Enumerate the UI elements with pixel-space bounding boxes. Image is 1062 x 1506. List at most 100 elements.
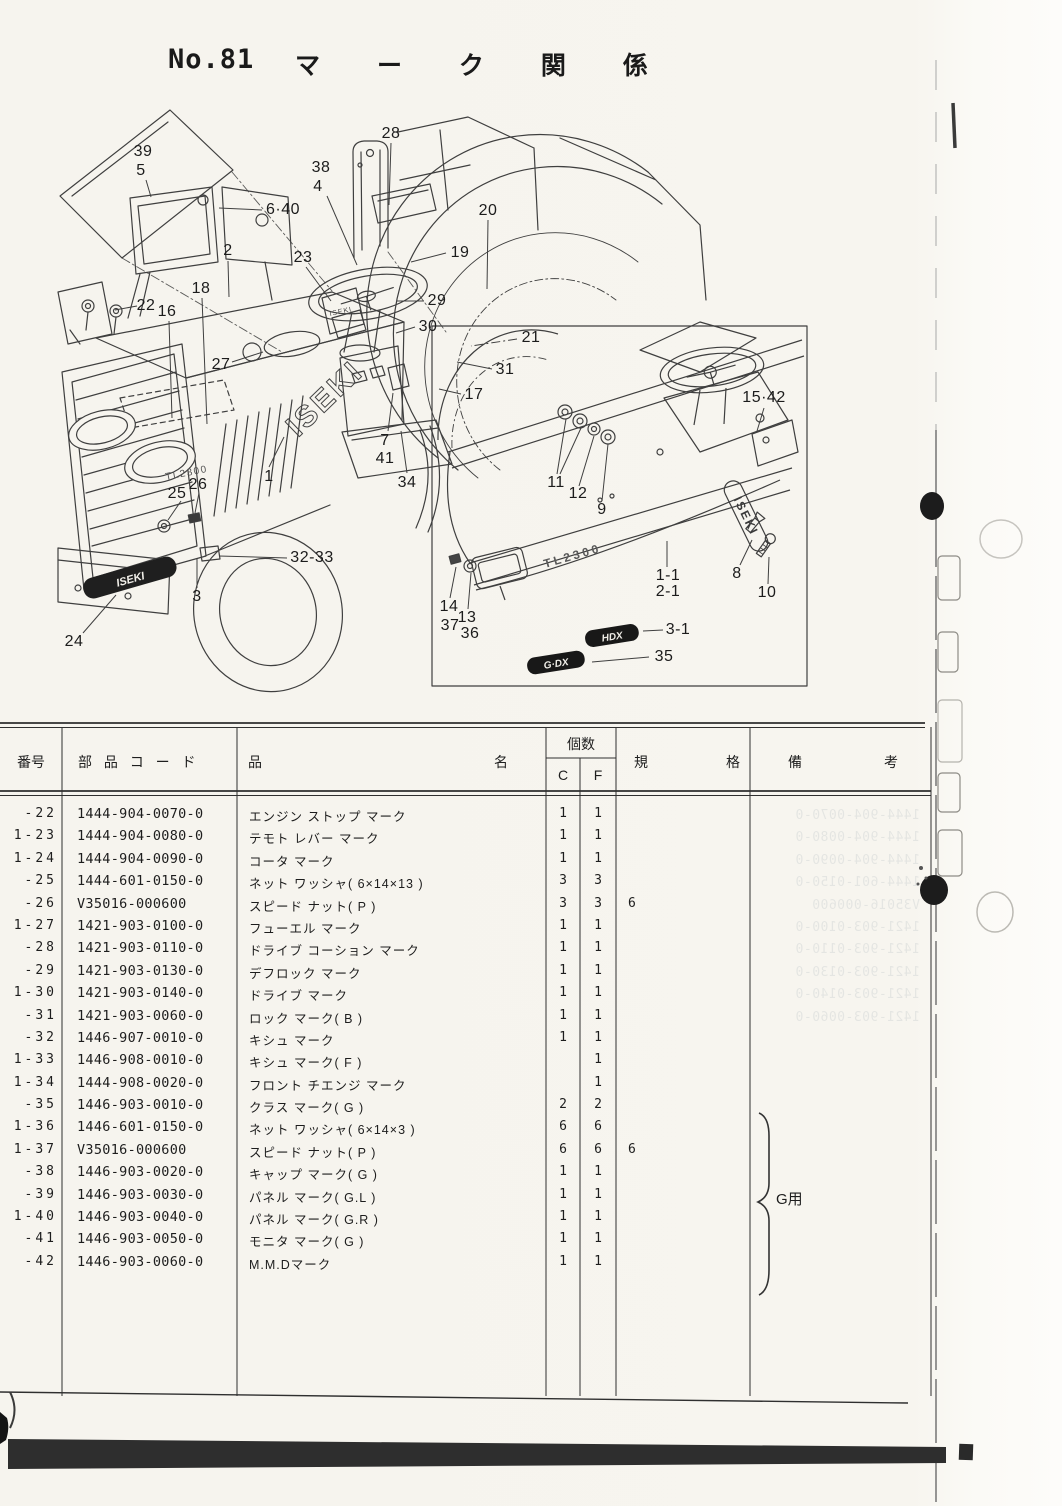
cell-spec xyxy=(616,1209,750,1231)
cell-spec xyxy=(616,963,750,985)
cell-part-name: クラス マーク( G ) xyxy=(249,1101,365,1116)
callout-label: 4 xyxy=(313,178,323,195)
cell-part-name: キャップ マーク( G ) xyxy=(249,1168,378,1183)
table-row: -26 V35016-000600 スピード ナット( P ) 3 3 6 xyxy=(0,896,932,918)
cell-remarks xyxy=(750,851,932,873)
callout-label: 38 xyxy=(311,159,331,176)
callout-label: 13 xyxy=(457,609,477,626)
leader-lines xyxy=(82,142,518,634)
callout-label: 7 xyxy=(380,432,390,449)
cell-qty-c: 1 xyxy=(559,940,567,956)
page-title: マ ー ク 関 係 xyxy=(295,52,648,80)
cell-qty-f: 1 xyxy=(594,1074,602,1090)
cell-qty-f: 1 xyxy=(594,1007,602,1023)
table-row: -39 1446-903-0030-0 パネル マーク( G.L ) 1 1 xyxy=(0,1187,932,1209)
cell-spec xyxy=(616,873,750,895)
callout-label: 30 xyxy=(418,318,438,335)
cell-spec xyxy=(616,1008,750,1030)
table-rules xyxy=(0,722,932,1404)
cell-part-code: 1444-601-0150-0 xyxy=(77,873,204,890)
g-group-brace xyxy=(756,1112,770,1296)
cell-qty-f: 1 xyxy=(594,1029,602,1045)
table-row: 1-30 1421-903-0140-0 ドライブ マーク 1 1 xyxy=(0,985,932,1007)
cell-qty-c: 1 xyxy=(559,1164,567,1180)
table-row: 1-36 1446-601-0150-0 ネット ワッシャ( 6×14×3 ) … xyxy=(0,1119,932,1141)
cell-remarks xyxy=(750,1209,932,1231)
cell-part-code: 1446-908-0010-0 xyxy=(77,1052,204,1069)
cell-row-number: -39 xyxy=(24,1186,57,1202)
header-qty-c: C xyxy=(557,767,569,783)
g-group-label: G用 xyxy=(776,1191,803,1208)
cell-spec xyxy=(616,1164,750,1186)
table-row: -35 1446-903-0010-0 クラス マーク( G ) 2 2 xyxy=(0,1097,932,1119)
binding-marks xyxy=(0,60,1023,1502)
svg-text:ISEKI: ISEKI xyxy=(731,494,762,537)
table-row: 1-40 1446-903-0040-0 パネル マーク( G.R ) 1 1 xyxy=(0,1209,932,1231)
callout-label: 23 xyxy=(293,249,313,266)
cell-qty-f: 1 xyxy=(594,1164,602,1180)
table-row: -28 1421-903-0110-0 ドライブ コーション マーク 1 1 xyxy=(0,940,932,962)
callout-label: 21 xyxy=(521,329,541,346)
callout-label: 8 xyxy=(732,565,742,582)
callout-label: 3-1 xyxy=(665,621,691,638)
cell-part-code: 1421-903-0100-0 xyxy=(77,917,204,934)
cell-qty-f: 3 xyxy=(594,873,602,889)
cell-row-number: 1-27 xyxy=(13,917,57,933)
cell-spec xyxy=(616,940,750,962)
callout-label: 2 xyxy=(223,242,233,259)
cell-part-code: V35016-000600 xyxy=(77,895,187,912)
cell-part-code: 1446-903-0010-0 xyxy=(77,1097,204,1114)
cell-spec xyxy=(616,1254,750,1276)
cell-spec: 6 xyxy=(628,895,636,911)
callout-label: 41 xyxy=(375,450,395,467)
cell-qty-f: 1 xyxy=(594,850,602,866)
cell-part-name: ロック マーク( B ) xyxy=(249,1011,364,1026)
cell-qty-f: 1 xyxy=(594,1253,602,1269)
cell-spec xyxy=(616,1097,750,1119)
cell-remarks xyxy=(750,1164,932,1186)
cell-spec xyxy=(616,851,750,873)
cell-qty-f: 1 xyxy=(594,1052,602,1068)
table-row: -32 1446-907-0010-0 キシュ マーク 1 1 xyxy=(0,1030,932,1052)
cell-qty-c xyxy=(546,1052,580,1074)
cell-row-number: 1-37 xyxy=(13,1141,57,1157)
callout-label: 10 xyxy=(757,584,777,601)
cell-part-name: ドライブ コーション マーク xyxy=(249,944,420,959)
cell-spec xyxy=(616,1052,750,1074)
gdx-badge: G·DX xyxy=(527,650,585,675)
cell-qty-f: 1 xyxy=(594,985,602,1001)
cell-part-name: ネット ワッシャ( 6×14×3 ) xyxy=(249,1123,416,1138)
callout-label: 19 xyxy=(450,244,470,261)
cell-part-name: フューエル マーク xyxy=(249,921,362,936)
callout-label: 27 xyxy=(211,356,231,373)
cell-qty-c: 2 xyxy=(559,1097,567,1113)
cell-row-number: 1-34 xyxy=(13,1074,57,1090)
cell-part-name: フロント チエンジ マーク xyxy=(249,1078,407,1093)
cell-remarks xyxy=(750,1030,932,1052)
callout-label: 17 xyxy=(464,386,484,403)
svg-text:HDX: HDX xyxy=(601,630,625,644)
cell-qty-f: 1 xyxy=(594,1209,602,1225)
cell-remarks xyxy=(750,918,932,940)
cell-part-name: デフロック マーク xyxy=(249,966,362,981)
tractor-drawing xyxy=(57,109,707,693)
header-spec: 規格 xyxy=(634,754,740,770)
callout-label: 16 xyxy=(157,303,177,320)
callout-label: 26 xyxy=(188,476,208,493)
cell-part-code: 1446-903-0060-0 xyxy=(77,1253,204,1270)
cell-remarks xyxy=(750,1075,932,1097)
cell-remarks xyxy=(750,1142,932,1164)
svg-text:G·DX: G·DX xyxy=(543,657,571,672)
cell-remarks xyxy=(750,940,932,962)
callout-label: 31 xyxy=(495,361,515,378)
dash-badge-text: ISEKI xyxy=(329,306,353,318)
table-row: -31 1421-903-0060-0 ロック マーク( B ) 1 1 xyxy=(0,1008,932,1030)
cell-spec xyxy=(616,828,750,850)
cell-part-code: 1444-908-0020-0 xyxy=(77,1074,204,1091)
cell-row-number: -28 xyxy=(24,940,57,956)
cell-part-code: 1444-904-0090-0 xyxy=(77,850,204,867)
callout-label: 37 xyxy=(440,617,460,634)
cell-part-code: 1421-903-0140-0 xyxy=(77,985,204,1002)
